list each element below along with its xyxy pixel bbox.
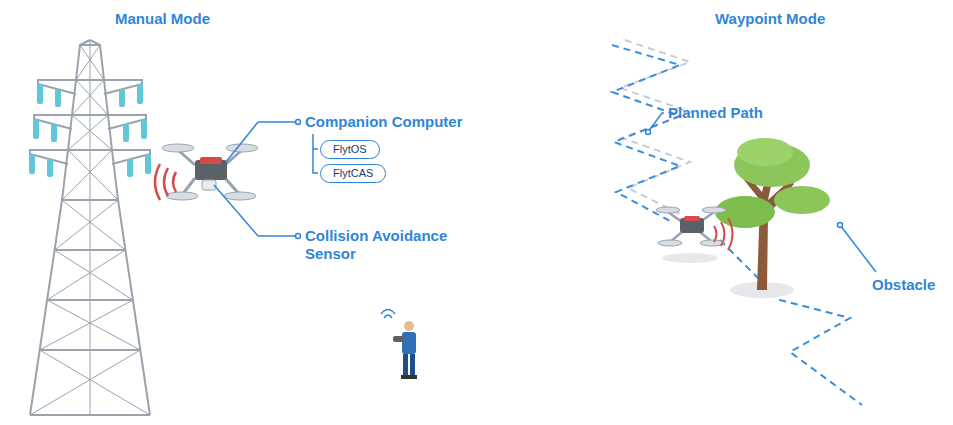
pill-text: FlytCAS (333, 167, 373, 179)
drone (162, 144, 258, 200)
section-heading: Manual Mode (115, 10, 210, 28)
software-pill: FlytCAS (320, 164, 386, 183)
sensor-waves (714, 218, 733, 250)
callout-label: Collision Avoidance Sensor (305, 227, 475, 263)
leader-lines (648, 113, 876, 272)
planned-path (612, 40, 862, 405)
callout-label: Planned Path (668, 104, 763, 122)
drone (656, 207, 726, 263)
section-heading: Waypoint Mode (715, 10, 825, 28)
leader-lines (214, 122, 318, 236)
pill-text: FlytOS (333, 143, 367, 155)
tree (715, 138, 830, 298)
software-pill: FlytOS (320, 140, 380, 159)
sensor-waves (155, 164, 176, 200)
operator (381, 310, 417, 380)
callout-label: Obstacle (872, 276, 935, 294)
insulators (29, 84, 151, 177)
callout-label: Companion Computer (305, 113, 463, 131)
power-tower (30, 40, 150, 415)
